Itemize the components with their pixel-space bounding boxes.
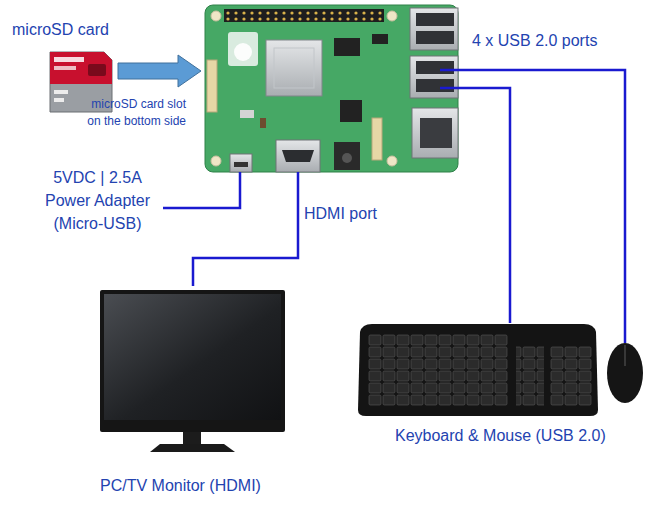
microsd-card-part bbox=[54, 66, 76, 70]
raspberry-pi-board-part bbox=[416, 61, 454, 74]
raspberry-pi-board-part bbox=[372, 34, 388, 44]
raspberry-pi-board-part bbox=[387, 156, 397, 166]
raspberry-pi-board-part bbox=[342, 153, 352, 163]
microsd-card-part bbox=[88, 64, 106, 76]
monitor-part bbox=[183, 432, 201, 446]
raspberry-pi-board-part bbox=[334, 142, 360, 170]
raspberry-pi-board-part bbox=[230, 154, 252, 172]
raspberry-pi-board-part bbox=[228, 32, 258, 66]
slot-note: microSD card slot on the bottom side bbox=[78, 96, 186, 130]
keyboard bbox=[358, 324, 598, 416]
cable-lines-part bbox=[440, 70, 625, 343]
monitor-part bbox=[104, 294, 281, 420]
raspberry-pi-board-part bbox=[205, 5, 458, 172]
raspberry-pi-board-part bbox=[372, 118, 382, 160]
microsd-card-part bbox=[54, 57, 84, 62]
raspberry-pi-board-part bbox=[412, 108, 458, 158]
keyboard-part bbox=[550, 346, 592, 406]
raspberry-pi-board-part bbox=[282, 150, 314, 162]
microsd-card-part bbox=[50, 52, 112, 84]
keyboard-part bbox=[368, 334, 508, 406]
microsd-card-part bbox=[54, 98, 64, 102]
raspberry-pi-board-part bbox=[211, 156, 221, 166]
raspberry-pi-board-part bbox=[266, 40, 322, 96]
part-label: microSD card bbox=[12, 20, 109, 39]
raspberry-pi-board-part bbox=[416, 79, 454, 92]
raspberry-pi-board-part bbox=[224, 9, 384, 22]
cable-lines-part bbox=[440, 88, 510, 323]
device-label: Keyboard & Mouse (USB 2.0) bbox=[395, 426, 606, 445]
microsd-card-part bbox=[54, 90, 68, 94]
raspberry-pi-board-part bbox=[234, 162, 248, 167]
raspberry-pi-board-part bbox=[420, 118, 452, 148]
raspberry-pi-board-part bbox=[274, 48, 314, 88]
monitor-part bbox=[100, 290, 285, 432]
raspberry-pi-board-part bbox=[416, 13, 454, 26]
raspberry-pi-board-part bbox=[276, 140, 320, 172]
mouse bbox=[607, 343, 643, 403]
port-label: HDMI port bbox=[304, 204, 377, 223]
raspberry-pi-board-part bbox=[207, 60, 217, 112]
mouse-part bbox=[607, 343, 643, 403]
port-label: 4 x USB 2.0 ports bbox=[472, 31, 597, 50]
cable-lines-part bbox=[163, 172, 240, 208]
raspberry-pi-board-part bbox=[410, 56, 458, 98]
insert-arrow bbox=[118, 55, 201, 87]
raspberry-pi-board-part bbox=[340, 100, 362, 122]
cable-lines-part bbox=[193, 172, 298, 286]
cable-lines bbox=[163, 70, 625, 343]
raspberry-pi-board-part bbox=[387, 11, 397, 21]
monitor-part bbox=[150, 444, 235, 452]
raspberry-pi-board-part bbox=[234, 43, 252, 61]
raspberry-pi-board-part bbox=[224, 9, 384, 22]
raspberry-pi-board-part bbox=[416, 31, 454, 44]
raspberry-pi-board-part bbox=[410, 8, 458, 50]
raspberry-pi-board bbox=[205, 5, 458, 172]
mouse-part bbox=[624, 345, 626, 366]
keyboard-part bbox=[358, 324, 598, 416]
raspberry-pi-board-part bbox=[211, 11, 221, 21]
device-label: PC/TV Monitor (HDMI) bbox=[100, 476, 261, 495]
keyboard-part bbox=[516, 346, 544, 406]
raspberry-pi-board-part bbox=[240, 110, 254, 118]
raspberry-pi-board-part bbox=[334, 38, 360, 56]
monitor bbox=[100, 290, 285, 452]
raspberry-pi-board-part bbox=[260, 118, 266, 128]
power-label: 5VDC | 2.5A Power Adapter (Micro-USB) bbox=[40, 166, 155, 235]
